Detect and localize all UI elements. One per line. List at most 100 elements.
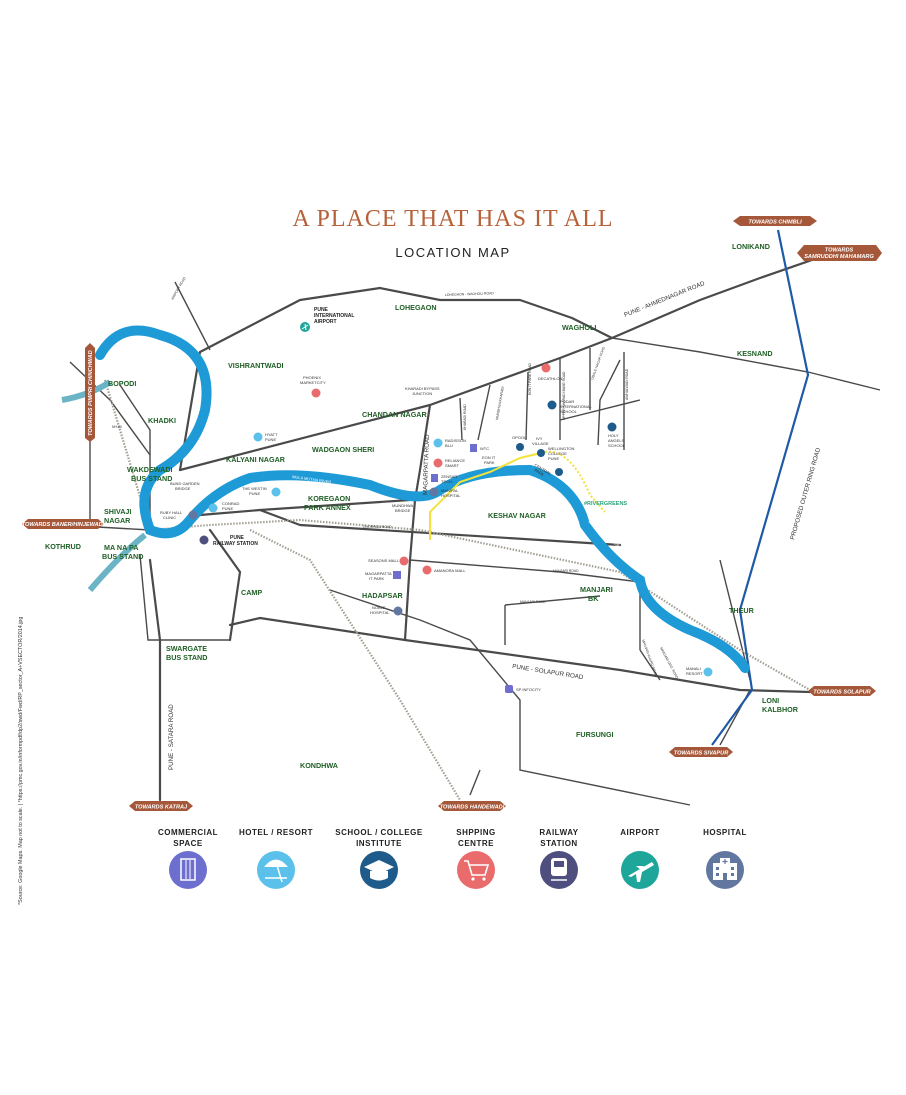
airport-road-label: AIRPORT ROAD — [170, 276, 187, 301]
area-kondhwa: KONDHWA — [300, 761, 338, 770]
tag-katraj: TOWARDS KATRAJ — [129, 801, 193, 811]
poi-holy-2: ANGELS — [608, 438, 625, 443]
area-vishrantwadi: VISHRANTWADI — [228, 361, 284, 370]
poi-podar-2: INTERNATIONAL — [560, 404, 592, 409]
poi-holy-1: HOLY — [608, 433, 619, 438]
handewadi-road — [329, 589, 691, 806]
area-swargate-2: BUS STAND — [166, 653, 207, 662]
poi-airport-1: PUNE — [314, 307, 329, 313]
ring-road-label: PROPOSED OUTER RING ROAD — [789, 447, 822, 541]
poi-manali-1: MANALI — [686, 666, 701, 671]
poi-decathlon: DECATHLON — [538, 376, 562, 381]
railway-south — [249, 529, 461, 801]
shopping-cart-icon — [541, 363, 551, 373]
ahmednagar-road-line — [428, 250, 837, 407]
tag-handewadi: TOWARDS HANDEWADI — [438, 801, 506, 811]
tag-solapur: TOWARDS SOLAPUR — [808, 686, 876, 696]
poi-wellington-3: PUNE — [548, 456, 559, 461]
svg-text:TOWARDS KATRAJ: TOWARDS KATRAJ — [135, 805, 188, 811]
svg-text:SPACE: SPACE — [173, 839, 203, 848]
poi-sp-infocity: SP INFOCITY — [516, 687, 541, 692]
poi-ruby-2: CLINIC — [163, 515, 176, 520]
poi-hyatt-1: HYATT — [265, 432, 278, 437]
area-bopodi: BOPODI — [108, 379, 136, 388]
poi-reliance-1: RELIANCE — [445, 458, 465, 463]
poi-station-2: RAILWAY STATION — [213, 541, 258, 547]
apv-road-line — [597, 359, 621, 446]
area-fursungi: FURSUNGI — [576, 730, 614, 739]
graduation-cap-icon — [607, 422, 617, 432]
poi-mundhwa-1: MUNDHWA — [392, 503, 414, 508]
rivergreens-boundary: #RIVERGREENS — [429, 450, 627, 540]
source-note: *Source: Google Maps. Map not to scale. … — [18, 617, 24, 905]
kesnand-road — [611, 337, 881, 391]
rivergreens-edge-west — [429, 451, 546, 540]
manjari-grd-label: MANJARI GRD. ROAD — [659, 647, 679, 680]
ahmednagar-road-west — [178, 403, 432, 472]
poi-central-2: PARK — [534, 468, 546, 478]
area-manapa-1: MA NA PA — [104, 543, 138, 552]
poi-airport-3: AIRPORT — [314, 319, 337, 325]
area-hadapsar: HADAPSAR — [362, 591, 404, 600]
kharadi-road-line — [477, 384, 491, 441]
eon-road-label: EON IT PARK ROAD — [528, 363, 532, 395]
poi-podar-1: PODAR — [560, 399, 574, 404]
graduation-cap-icon — [555, 468, 563, 476]
poi-wtc: WTC — [480, 446, 489, 451]
area-khadki: KHADKI — [148, 416, 176, 425]
area-theur: THEUR — [729, 606, 755, 615]
svg-text:SAMRUDDHI MAHAMARG: SAMRUDDHI MAHAMARG — [804, 254, 874, 260]
railway-main — [103, 379, 811, 691]
shopping-cart-icon — [311, 388, 321, 398]
page-title: A PLACE THAT HAS IT ALL — [292, 206, 613, 232]
poi-airport-2: INTERNATIONAL — [314, 313, 354, 319]
awhalwadi-road-label: AWHALWADI ROAD — [625, 368, 629, 400]
svg-text:TOWARDS CHIMBLI: TOWARDS CHIMBLI — [748, 220, 802, 226]
poi-seasons: SEASONS MALL — [368, 558, 400, 563]
ring-road-line — [711, 229, 810, 746]
handewadi-spur — [469, 769, 481, 796]
area-wakdewadi-2: BUS STAND — [131, 474, 172, 483]
poi-station-1: PUNE — [230, 535, 245, 541]
manjari-road-line — [409, 559, 641, 650]
area-lohegaon: LOHEGAON — [395, 303, 437, 312]
vishrantwadi-road — [174, 281, 211, 351]
area-kesnand: KESNAND — [737, 349, 773, 358]
area-wakdewadi-1: WAKDEWADI — [127, 465, 173, 474]
poi-bund-2: BRIDGE — [175, 486, 191, 491]
poi-eon-2: PARK — [484, 460, 495, 465]
river-main — [95, 325, 750, 673]
svg-text:INSTITUTE: INSTITUTE — [356, 839, 402, 848]
poi-conrad-2: PUNE — [222, 506, 233, 511]
hospital-icon — [188, 510, 198, 520]
legend-hotel: HOTEL / RESORT — [239, 828, 312, 889]
svg-text:AIRPORT: AIRPORT — [620, 828, 660, 837]
poi-ivy-2: VILLAGE — [532, 441, 549, 446]
road-labels: PUNE - AHMEDNAGAR ROAD PUNE - SOLAPUR RO… — [112, 276, 822, 770]
manjari-khurd-label: MANJARI KHURD ROAD — [641, 639, 658, 677]
shopping-cart-icon — [457, 851, 495, 889]
upper-kharadi-label: UPPER KHARADI BASE ROAD — [562, 371, 566, 420]
beach-umbrella-icon — [257, 851, 295, 889]
poi-manipal-1: MANIPAL — [441, 488, 459, 493]
poi-noble-1: NOBLE — [372, 605, 386, 610]
poi-westin-2: PUNE — [249, 491, 260, 496]
bopodi-road — [69, 361, 151, 456]
shopping-cart-icon — [422, 565, 432, 575]
manjari-road-2 — [504, 595, 601, 606]
poi-eon-1: EON IT — [482, 455, 496, 460]
svg-text:COMMERCIAL: COMMERCIAL — [158, 828, 218, 837]
building-icon — [505, 685, 513, 693]
beach-umbrella-icon — [253, 432, 263, 442]
poi-holy-3: SCHOOL — [608, 443, 626, 448]
legend-commercial: COMMERCIAL SPACE — [158, 828, 218, 889]
magarpatta-road-label: MAGARPATTA ROAD — [422, 434, 431, 495]
poi-hyatt-2: PUNE — [265, 437, 276, 442]
area-shivaji-1: SHIVAJI — [104, 507, 131, 516]
poi-kharadi-jn-2: JUNCTION — [412, 391, 432, 396]
shopping-cart-icon — [433, 458, 443, 468]
poi-mundhwa-2: BRIDGE — [395, 508, 411, 513]
poi-phoenix-2: MARKETCITY — [300, 380, 326, 385]
svg-text:TOWARDS HANDEWADI: TOWARDS HANDEWADI — [440, 805, 505, 811]
rivergreens-edge-east — [544, 450, 606, 513]
